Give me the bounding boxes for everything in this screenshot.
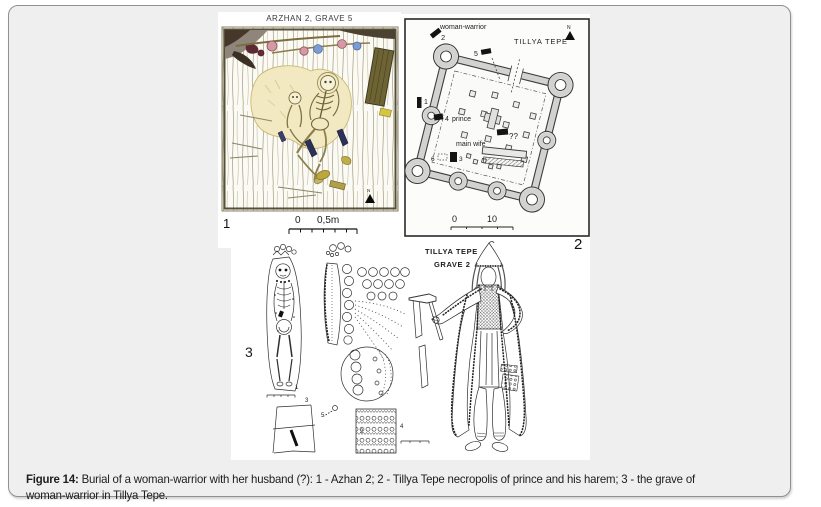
caption-line2: woman-warrior in Tillya Tepe. <box>26 488 168 502</box>
scale-max: 10 <box>487 214 497 224</box>
grave-5-number: 5 <box>474 51 478 58</box>
shoe-left <box>464 441 482 451</box>
hair <box>471 262 506 300</box>
dress-skirt <box>478 330 500 388</box>
scale-zero: 0 <box>295 215 301 226</box>
arzhan-panel-title: ARZHAN 2, GRAVE 5 <box>266 14 353 23</box>
trouser-left <box>473 386 488 441</box>
arzhan-part-number: 1 <box>223 216 231 231</box>
item-5-number: 5 <box>321 413 325 419</box>
warrior-figure <box>408 241 527 452</box>
figure-caption: Figure 14: Burial of a woman-warrior wit… <box>26 471 695 503</box>
grave-6-mark <box>437 153 448 161</box>
shoe-right <box>491 442 509 452</box>
grave-4-mark <box>433 113 444 121</box>
goods-part-number: 3 <box>245 344 253 360</box>
prince-label: prince <box>452 116 471 123</box>
grave-1-number: 1 <box>424 99 428 106</box>
head <box>480 266 497 288</box>
bead-net-panel <box>355 408 397 454</box>
pink-ornament <box>266 40 278 52</box>
blue-ornament <box>313 44 323 54</box>
corner-towers <box>404 43 574 213</box>
decorated-flap <box>500 373 520 392</box>
dagger <box>304 138 318 158</box>
pointed-cap <box>474 242 504 267</box>
item-1-number: 1 <box>295 385 299 391</box>
column-bases <box>458 89 537 170</box>
battle-axe-head <box>408 293 437 304</box>
main-wife-label: main wife <box>456 141 486 148</box>
axe-shaft <box>428 301 444 341</box>
item-3-number: 3 <box>305 398 309 404</box>
wooden-box <box>364 47 395 107</box>
long-hall <box>481 146 528 168</box>
north-label: N <box>367 188 370 193</box>
item-4-number: 4 <box>400 424 404 430</box>
north-arrow-icon <box>365 194 375 203</box>
warrior-reconstruction: TILLYA TEPE GRAVE 2 <box>408 241 527 452</box>
plan-title: TILLYA TEPE <box>514 37 568 46</box>
skeleton-left <box>286 91 307 147</box>
tillya-tepe-plan: woman-warrior 2 TILLYA TEPE N 5 1 4 prin… <box>404 18 590 237</box>
grave-goods-drawing: 1 3 <box>245 242 430 454</box>
fortress-walls <box>404 43 574 213</box>
grave-3-number: 3 <box>459 156 463 163</box>
warrior-title-line1: TILLYA TEPE <box>425 247 478 256</box>
grave-2-mark <box>429 27 442 39</box>
plan-part-number: 2 <box>574 236 583 253</box>
unknown-grave-label: ?? <box>509 132 518 141</box>
woman-warrior-label: woman-warrior <box>439 24 487 31</box>
grave-3-mark <box>450 152 457 162</box>
skeleton-in-grave <box>266 244 302 392</box>
ornament-assemblage <box>323 242 429 402</box>
arzhan-grave-drawing: N <box>221 26 399 212</box>
scale-max: 0,5m <box>317 215 339 226</box>
north-label: N <box>567 25 571 31</box>
caption-line1: Burial of a woman-warrior with her husba… <box>81 472 696 486</box>
figure-frame: ARZHAN 2, GRAVE 5 <box>8 5 791 502</box>
grave-5-mark <box>480 48 492 55</box>
trouser-right <box>492 386 507 441</box>
arzhan-scale-bar: 0 0,5m <box>288 215 358 234</box>
grave-1-mark <box>417 97 422 108</box>
grave-2-number: 2 <box>441 33 445 42</box>
warrior-title-line2: GRAVE 2 <box>434 260 471 269</box>
scale-zero: 0 <box>452 214 457 224</box>
grave-6-number: 6 <box>431 156 435 163</box>
caption-label: Figure 14: <box>26 472 79 486</box>
unknown-grave-mark <box>496 128 509 136</box>
belt-drawing <box>272 404 338 454</box>
grave-4-number: 4 <box>445 116 449 123</box>
north-arrow-icon <box>565 31 575 40</box>
